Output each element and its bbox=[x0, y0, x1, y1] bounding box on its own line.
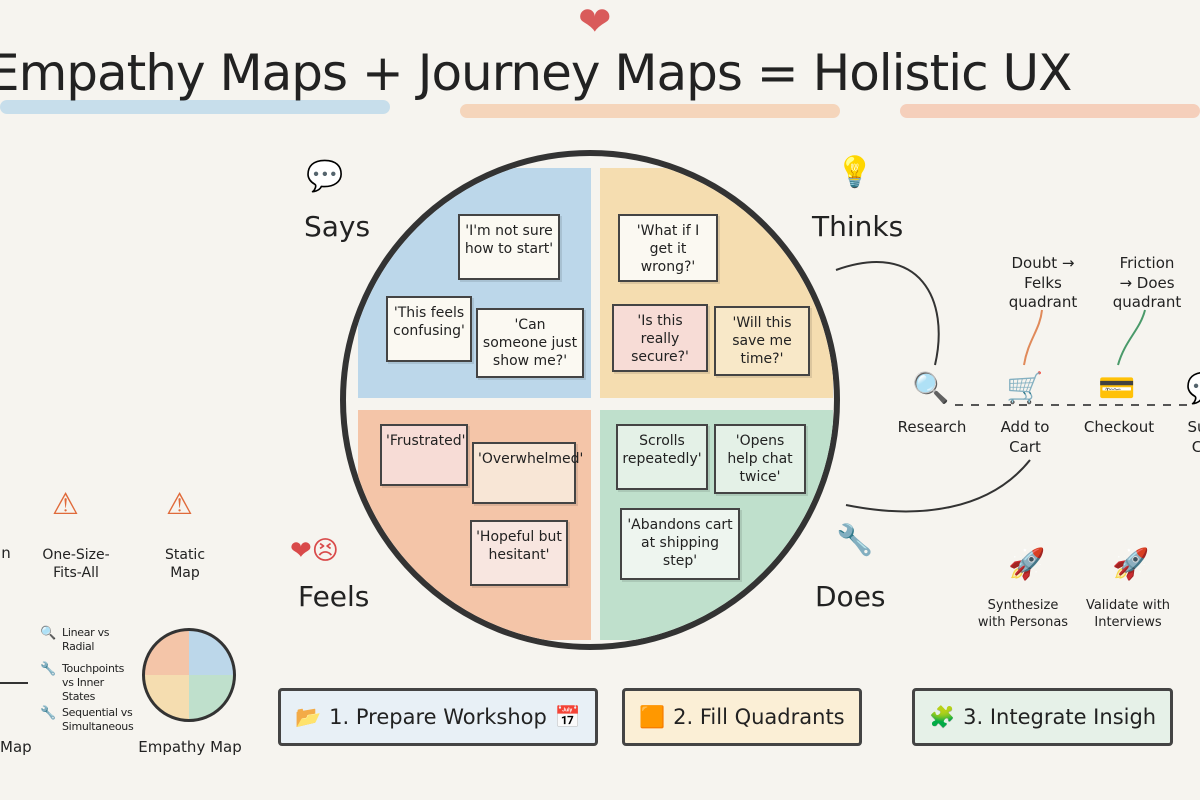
pitfall-static-map: Static Map bbox=[164, 547, 206, 582]
wrench-icon: 🔧 bbox=[40, 706, 57, 721]
comparison-item: Sequential vs Simultaneous bbox=[62, 706, 134, 733]
annotation-friction: Friction → Does quadrant bbox=[1112, 254, 1182, 311]
journey-stage-research: Research bbox=[897, 418, 967, 436]
comparison-item: Touchpoints vs Inner States bbox=[62, 662, 125, 703]
sticky-note: 'Can someone just show me?' bbox=[476, 308, 584, 378]
step-banner-2: 🟧 2. Fill Quadrants bbox=[622, 688, 862, 746]
calendar-icon: 📅 bbox=[554, 704, 581, 729]
comparison-item: Linear vs Radial bbox=[62, 626, 110, 653]
title-highlight-orange bbox=[460, 104, 840, 118]
rocket-icon: 🚀 bbox=[1112, 547, 1150, 582]
rocket-icon: 🚀 bbox=[1008, 547, 1046, 582]
mini-empathy-map-icon bbox=[142, 628, 236, 722]
step-label: 2. Fill Quadrants bbox=[673, 705, 845, 729]
sticky-note: 'Frustrated' bbox=[380, 424, 468, 486]
sticky-note: 'I'm not sure how to start' bbox=[458, 214, 560, 280]
sticky-note: Scrolls repeatedly' bbox=[616, 424, 708, 490]
journey-stage-checkout: Checkout bbox=[1083, 418, 1155, 436]
sticky-note: 'Hopeful but hesitant' bbox=[470, 520, 568, 586]
heart-and-face-icon: ❤😣 bbox=[290, 536, 339, 566]
journey-map-label: Map bbox=[0, 738, 32, 756]
sticky-note: 'This feels confusing' bbox=[386, 296, 472, 362]
journey-stage-success: Su C bbox=[1187, 418, 1200, 456]
puzzle-icon: 🧩 bbox=[929, 704, 956, 729]
sticky-note: 'Overwhelmed' bbox=[472, 442, 583, 504]
brain-heart-icon: ❤ bbox=[578, 0, 612, 45]
lightbulb-brain-icon: 💡 bbox=[836, 155, 874, 190]
wrench-icon: 🔧 bbox=[40, 662, 57, 677]
page-title: Empathy Maps + Journey Maps = Holistic U… bbox=[0, 44, 1072, 102]
magnifier-icon: 🔍 bbox=[40, 626, 57, 641]
sticky-note: 'Abandons cart at shipping step' bbox=[620, 508, 740, 580]
warning-icon: ⚠ bbox=[52, 487, 79, 522]
speech-bubbles-icon: 💬 bbox=[306, 159, 344, 194]
warning-icon: ⚠ bbox=[166, 487, 193, 522]
magnifier-icon: 🔍 bbox=[912, 371, 950, 406]
pitfall-one-size: One-Size-Fits-All bbox=[42, 547, 110, 582]
next-step-synthesize: Synthesize with Personas bbox=[977, 598, 1069, 630]
sticky-note: 'What if I get it wrong?' bbox=[618, 214, 718, 282]
journey-stage-add-to-cart: Add to Cart bbox=[1000, 418, 1050, 456]
pitfall-label: n bbox=[1, 544, 11, 562]
grid-icon: 🟧 bbox=[639, 704, 666, 729]
step-banner-3: 🧩 3. Integrate Insigh bbox=[912, 688, 1174, 746]
title-highlight-red bbox=[900, 104, 1200, 118]
feels-label: Feels bbox=[298, 580, 370, 613]
step-label: 3. Integrate Insigh bbox=[963, 705, 1157, 729]
annotation-doubt: Doubt → Felks quadrant bbox=[1008, 254, 1078, 311]
chat-icon: 💬 bbox=[1186, 374, 1200, 404]
sticky-note: 'Will this save me time?' bbox=[714, 306, 810, 376]
sticky-note: 'Opens help chat twice' bbox=[714, 424, 806, 494]
next-step-validate: Validate with Interviews bbox=[1085, 598, 1171, 630]
sticky-note: 'Is this really secure?' bbox=[612, 304, 708, 372]
step-label: 1. Prepare Workshop bbox=[329, 705, 547, 729]
title-highlight-blue bbox=[0, 100, 390, 114]
tools-icon: 🔧 bbox=[836, 523, 874, 558]
empathy-map-label: Empathy Map bbox=[138, 738, 242, 756]
step-banner-1: 📂 1. Prepare Workshop 📅 bbox=[278, 688, 598, 746]
cart-icon: 🛒 bbox=[1006, 371, 1044, 406]
credit-card-icon: 💳 bbox=[1098, 371, 1136, 406]
folder-icon: 📂 bbox=[295, 704, 322, 729]
